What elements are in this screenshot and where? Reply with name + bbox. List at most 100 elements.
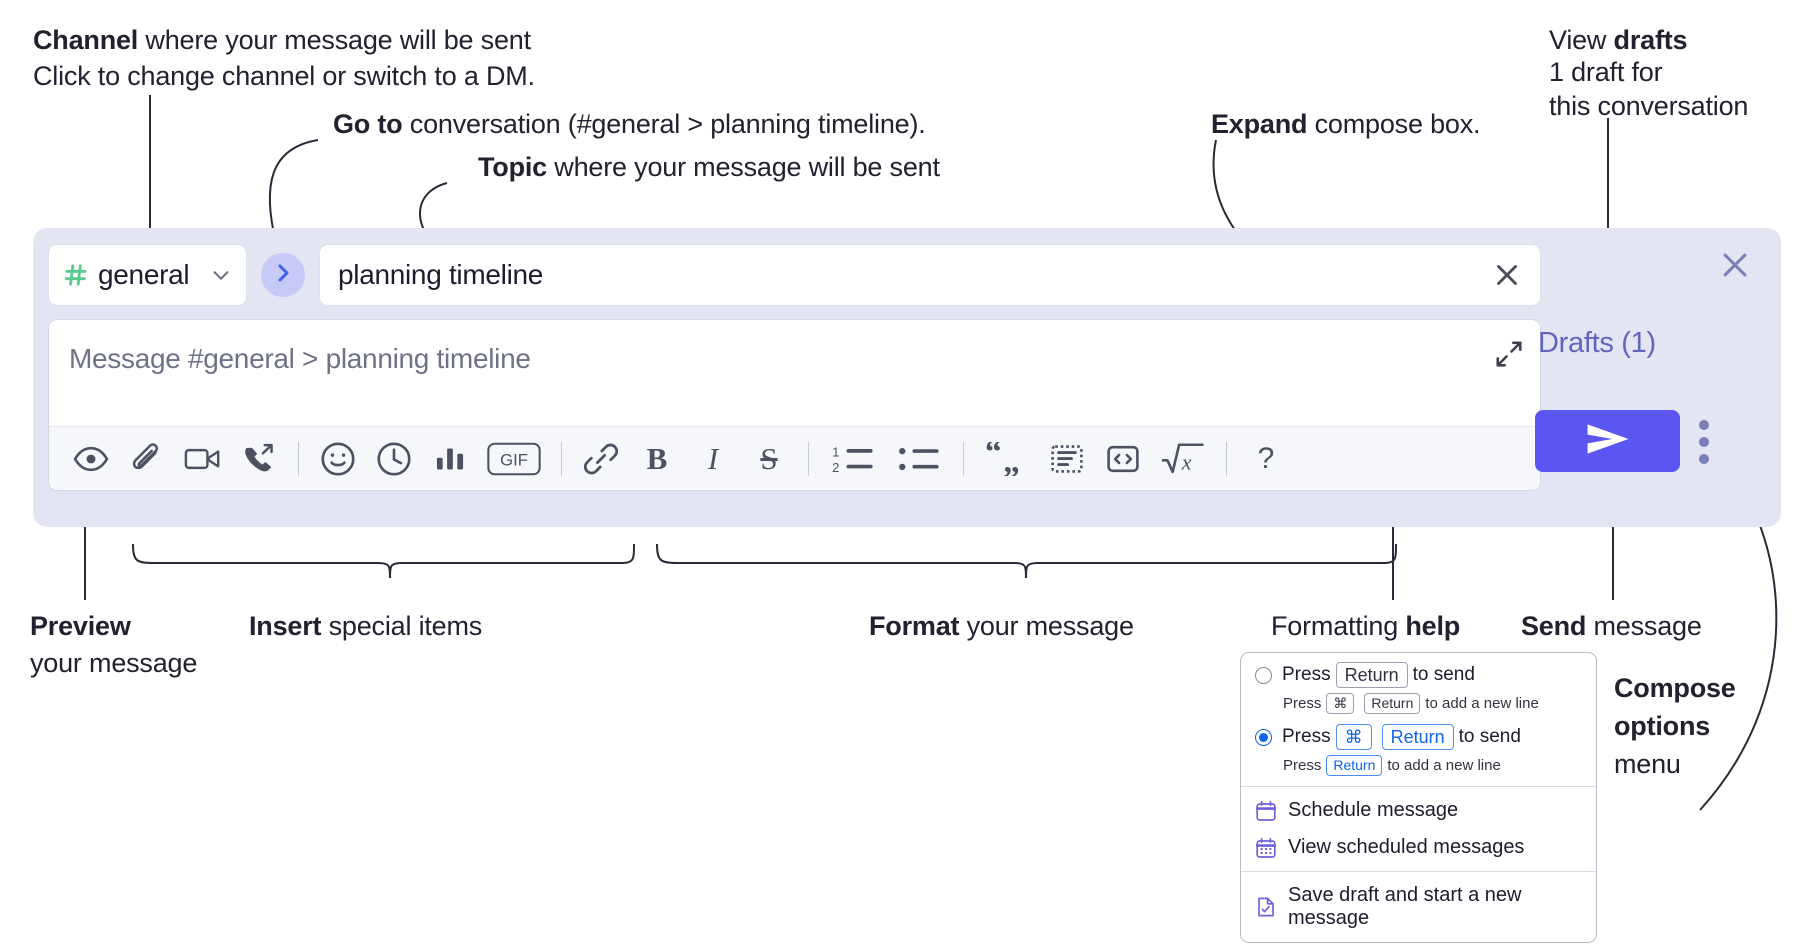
draft-group: Save draft and start a new message (1241, 872, 1596, 942)
send-button[interactable] (1535, 410, 1680, 472)
go-to-conversation-button[interactable] (261, 253, 305, 297)
save-draft-icon (1255, 896, 1277, 918)
opt1-sub-pre: Press (1283, 695, 1322, 712)
topic-value: planning timeline (338, 259, 544, 290)
svg-text:2: 2 (832, 460, 839, 475)
reminder-clock-icon[interactable] (375, 440, 413, 478)
kebab-dot (1699, 420, 1709, 430)
compose-options-menu-button[interactable] (1698, 420, 1710, 464)
preview-icon[interactable] (72, 440, 110, 478)
radio-selected[interactable] (1255, 728, 1272, 746)
bulleted-list-icon[interactable] (895, 440, 943, 478)
message-placeholder: Message #general > planning timeline (69, 343, 531, 374)
send-option-cmd-return[interactable]: Press ⌘ Return to send Press Return to a… (1241, 724, 1596, 786)
key-return: Return (1335, 662, 1408, 688)
drafts-link[interactable]: Drafts (1) (1538, 327, 1656, 359)
annotation-drafts: View drafts (1549, 22, 1688, 58)
annotation-preview: Preview (30, 608, 131, 644)
message-editor[interactable]: Message #general > planning timeline (48, 319, 1541, 491)
compose-main-column: general planning timeline (48, 244, 1541, 491)
help-question-icon[interactable]: ? (1247, 440, 1285, 478)
clear-topic-icon[interactable] (1490, 258, 1524, 292)
toolbar-separator (561, 441, 562, 476)
menu-item-label: Schedule message (1288, 799, 1459, 821)
annotation-channel-sub: Click to change channel or switch to a D… (33, 61, 535, 91)
annotation-drafts-sub2: this conversation (1549, 91, 1749, 121)
poll-chart-icon[interactable] (431, 440, 469, 478)
send-option-return-sub: Press ⌘ Return to add a new line (1283, 693, 1582, 714)
gif-icon[interactable]: GIF (487, 440, 541, 478)
key-return: Return (1364, 693, 1421, 714)
key-command: ⌘ (1335, 724, 1372, 750)
opt1-pre: Press (1282, 664, 1331, 685)
opt2-post: to send (1458, 726, 1521, 747)
annotation-insert-bold: Insert (249, 611, 322, 641)
annotation-send: Send message (1521, 608, 1702, 644)
blockquote-icon[interactable]: “„ (984, 440, 1030, 478)
menu-item-view-scheduled[interactable]: View scheduled messages (1241, 829, 1596, 866)
annotation-drafts-lead: View (1549, 25, 1614, 55)
radio-unselected[interactable] (1255, 666, 1272, 684)
inline-code-icon[interactable] (1104, 440, 1142, 478)
opt1-sub-post: to add a new line (1425, 695, 1539, 712)
annotation-format-bold: Format (869, 611, 960, 641)
svg-text:GIF: GIF (500, 450, 528, 469)
strikethrough-icon[interactable]: S (750, 440, 788, 478)
svg-text:“: “ (985, 442, 1002, 471)
annotation-expand-rest: compose box. (1307, 109, 1481, 139)
compose-options-popup: Press Return to send Press ⌘ Return to a… (1240, 652, 1597, 943)
svg-text:„: „ (1003, 442, 1020, 475)
audio-call-icon[interactable] (240, 440, 278, 478)
send-option-return-main: Press Return to send (1255, 662, 1582, 688)
key-command: ⌘ (1326, 693, 1355, 714)
send-option-return[interactable]: Press Return to send Press ⌘ Return to a… (1241, 653, 1596, 724)
annotation-goto-bold: Go to (333, 109, 403, 139)
annotation-drafts-sub1: 1 draft for (1549, 57, 1663, 87)
toolbar-separator (808, 441, 809, 476)
annotation-topic-bold: Topic (478, 152, 547, 182)
italic-icon[interactable]: I (694, 440, 732, 478)
attachment-icon[interactable] (128, 440, 166, 478)
menu-item-schedule-message[interactable]: Schedule message (1241, 792, 1596, 829)
annotation-compose-options-l1: Compose (1614, 673, 1736, 703)
toolbar-separator (298, 441, 299, 476)
opt2-sub-pre: Press (1283, 757, 1322, 774)
bold-label: B (646, 440, 668, 476)
menu-divider (1241, 871, 1596, 872)
annotation-preview-bold: Preview (30, 611, 131, 641)
code-block-icon[interactable] (1048, 440, 1086, 478)
italic-label: I (707, 440, 719, 476)
bold-icon[interactable]: B (638, 440, 676, 478)
annotation-goto: Go to conversation (#general > planning … (333, 106, 926, 142)
calendar-schedule-icon (1255, 800, 1277, 822)
channel-selector[interactable]: general (48, 244, 247, 306)
send-paper-plane-icon (1583, 420, 1633, 463)
annotation-drafts-bold: drafts (1613, 25, 1688, 55)
key-return: Return (1381, 724, 1454, 750)
expand-icon[interactable] (1494, 339, 1524, 369)
close-icon[interactable] (1718, 248, 1752, 282)
annotation-expand: Expand compose box. (1211, 106, 1481, 142)
channel-name: general (98, 259, 190, 290)
math-icon[interactable]: x (1160, 440, 1206, 478)
toolbar-separator (963, 441, 964, 476)
menu-item-save-draft[interactable]: Save draft and start a new message (1241, 877, 1596, 937)
schedule-group: Schedule message View scheduled messages (1241, 787, 1596, 871)
video-icon[interactable] (184, 440, 222, 478)
send-option-cmd-return-sub: Press Return to add a new line (1283, 755, 1582, 776)
toolbar-separator (1226, 441, 1227, 476)
menu-divider (1241, 786, 1596, 787)
annotation-expand-bold: Expand (1211, 109, 1308, 139)
menu-item-label: View scheduled messages (1288, 836, 1525, 858)
annotation-channel: Channel where your message will be sent (33, 22, 531, 58)
topic-input[interactable]: planning timeline (319, 244, 1541, 306)
emoji-icon[interactable] (319, 440, 357, 478)
link-icon[interactable] (582, 440, 620, 478)
annotation-preview-line2: your message (30, 648, 198, 678)
menu-item-label: Save draft and start a new message (1288, 884, 1522, 929)
annotation-channel-rest: where your message will be sent (138, 25, 531, 55)
hash-icon (63, 262, 89, 288)
annotation-topic-rest: where your message will be sent (547, 152, 940, 182)
